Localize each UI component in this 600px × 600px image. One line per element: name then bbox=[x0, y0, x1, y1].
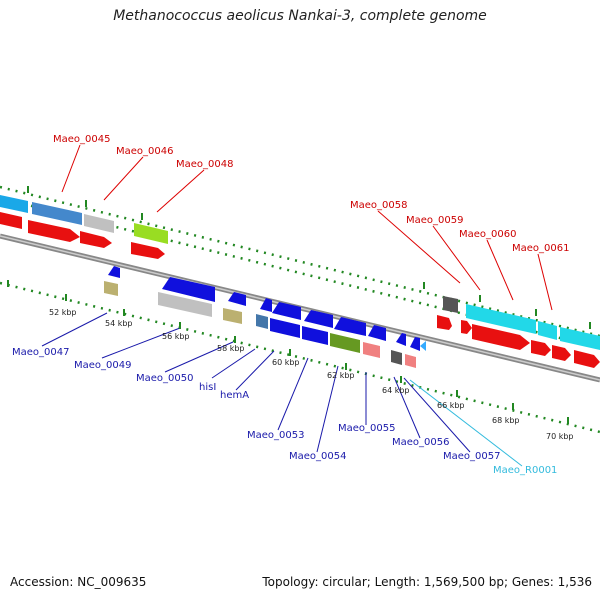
gene-label[interactable]: Maeo_0055 bbox=[338, 423, 395, 434]
reverse-label-leaders bbox=[41, 312, 471, 453]
gene-block-maeo-0058[interactable] bbox=[443, 296, 458, 313]
gene-arrow[interactable] bbox=[472, 324, 530, 350]
gene-label[interactable]: hisI bbox=[199, 382, 216, 393]
forward-label-leaders bbox=[61, 144, 553, 311]
gene-block-maeo-0048[interactable] bbox=[134, 223, 168, 244]
kbp-label: 58 kbp bbox=[217, 344, 245, 353]
gene-label[interactable]: Maeo_0046 bbox=[116, 146, 173, 157]
gene-label[interactable]: Maeo_0049 bbox=[74, 360, 131, 371]
kbp-label: 64 kbp bbox=[382, 386, 410, 395]
gene-block-maeo-0055[interactable] bbox=[363, 342, 380, 358]
gene-arrow[interactable] bbox=[272, 302, 301, 320]
gene-block-maeo-0049[interactable] bbox=[158, 292, 212, 317]
gene-arrow[interactable] bbox=[410, 337, 420, 351]
gene-block-maeo-0060[interactable] bbox=[538, 321, 557, 340]
gene-arrow[interactable] bbox=[552, 345, 571, 361]
gene-arrow[interactable] bbox=[260, 298, 272, 312]
reverse-gene-blocks bbox=[104, 266, 426, 368]
gene-label[interactable]: Maeo_0053 bbox=[247, 430, 304, 441]
gene-label[interactable]: Maeo_0047 bbox=[12, 347, 69, 358]
topology-text: Topology: circular; Length: 1,569,500 bp… bbox=[262, 575, 592, 589]
gene-label[interactable]: Maeo_0045 bbox=[53, 134, 110, 145]
gene-block-hema[interactable] bbox=[270, 318, 300, 338]
gene-block-maeo-0061[interactable] bbox=[560, 327, 600, 350]
gene-label[interactable]: hemA bbox=[220, 390, 249, 401]
gene-block-maeo-0046[interactable] bbox=[84, 214, 114, 233]
gene-arrow[interactable] bbox=[334, 317, 366, 336]
gene-arrow[interactable] bbox=[574, 350, 600, 368]
kbp-label: 56 kbp bbox=[162, 332, 190, 341]
kbp-label: 54 kbp bbox=[105, 319, 133, 328]
gene-block-maeo-0053[interactable] bbox=[302, 326, 328, 345]
rna-gene-labels: Maeo_R0001 bbox=[493, 465, 557, 476]
gene-label[interactable]: Maeo_0060 bbox=[459, 229, 516, 240]
kbp-label: 68 kbp bbox=[492, 416, 520, 425]
gene-arrow[interactable] bbox=[396, 333, 406, 346]
gene-arrow[interactable] bbox=[368, 325, 386, 341]
kbp-label: 70 kbp bbox=[546, 432, 574, 441]
gene-label[interactable]: Maeo_0059 bbox=[406, 215, 463, 226]
gene-arrow[interactable] bbox=[28, 220, 80, 242]
kbp-label: 62 kbp bbox=[327, 371, 355, 380]
kbp-label: 60 kbp bbox=[272, 358, 300, 367]
reverse-gene-labels: Maeo_0047 Maeo_0049 Maeo_0050 hisI hemA … bbox=[12, 347, 500, 462]
gene-block-maeo-0057[interactable] bbox=[405, 354, 416, 368]
gene-label[interactable]: Maeo_0054 bbox=[289, 451, 346, 462]
gene-arrow[interactable] bbox=[531, 340, 551, 356]
gene-block-maeo-0047[interactable] bbox=[104, 281, 118, 296]
gene-arrow[interactable] bbox=[437, 315, 452, 330]
forward-gene-blocks bbox=[0, 195, 600, 368]
gene-arrow[interactable] bbox=[461, 320, 472, 334]
kbp-label: 52 kbp bbox=[49, 308, 77, 317]
gene-label[interactable]: Maeo_0050 bbox=[136, 373, 193, 384]
gene-block-maeo-0045[interactable] bbox=[32, 202, 82, 225]
genome-title: Methanococcus aeolicus Nankai-3, complet… bbox=[113, 8, 487, 24]
gene-block-hisi[interactable] bbox=[256, 314, 268, 329]
gene-arrow[interactable] bbox=[108, 266, 120, 278]
gene-arrow[interactable] bbox=[162, 277, 215, 302]
major-ticks bbox=[7, 186, 591, 424]
gene-block-maeo-0050[interactable] bbox=[223, 308, 242, 324]
gene-label[interactable]: Maeo_0061 bbox=[512, 243, 569, 254]
gene-block-maeo-0059[interactable] bbox=[466, 304, 536, 334]
gene-arrow[interactable] bbox=[80, 231, 112, 248]
gene-label[interactable]: Maeo_R0001 bbox=[493, 465, 557, 476]
gene-block-maeo-0056[interactable] bbox=[391, 350, 402, 365]
forward-gene-labels: Maeo_0045 Maeo_0046 Maeo_0048 Maeo_0058 … bbox=[53, 134, 569, 254]
gene-label[interactable]: Maeo_0057 bbox=[443, 451, 500, 462]
gene-block[interactable] bbox=[0, 195, 28, 213]
gene-label[interactable]: Maeo_0048 bbox=[176, 159, 233, 170]
gene-arrow[interactable] bbox=[131, 242, 165, 259]
rna-label-leader bbox=[409, 379, 523, 467]
gene-label[interactable]: Maeo_0056 bbox=[392, 437, 449, 448]
gene-arrow-rna[interactable] bbox=[420, 341, 426, 351]
gene-label[interactable]: Maeo_0058 bbox=[350, 200, 407, 211]
kbp-label: 66 kbp bbox=[437, 401, 465, 410]
accession-text: Accession: NC_009635 bbox=[10, 575, 147, 589]
gene-arrow[interactable] bbox=[304, 310, 333, 328]
position-labels: 52 kbp 54 kbp 56 kbp 58 kbp 60 kbp 62 kb… bbox=[49, 308, 574, 441]
gene-arrow[interactable] bbox=[0, 212, 22, 229]
gene-arrow[interactable] bbox=[228, 292, 246, 306]
gene-block-maeo-0054[interactable] bbox=[330, 333, 360, 353]
